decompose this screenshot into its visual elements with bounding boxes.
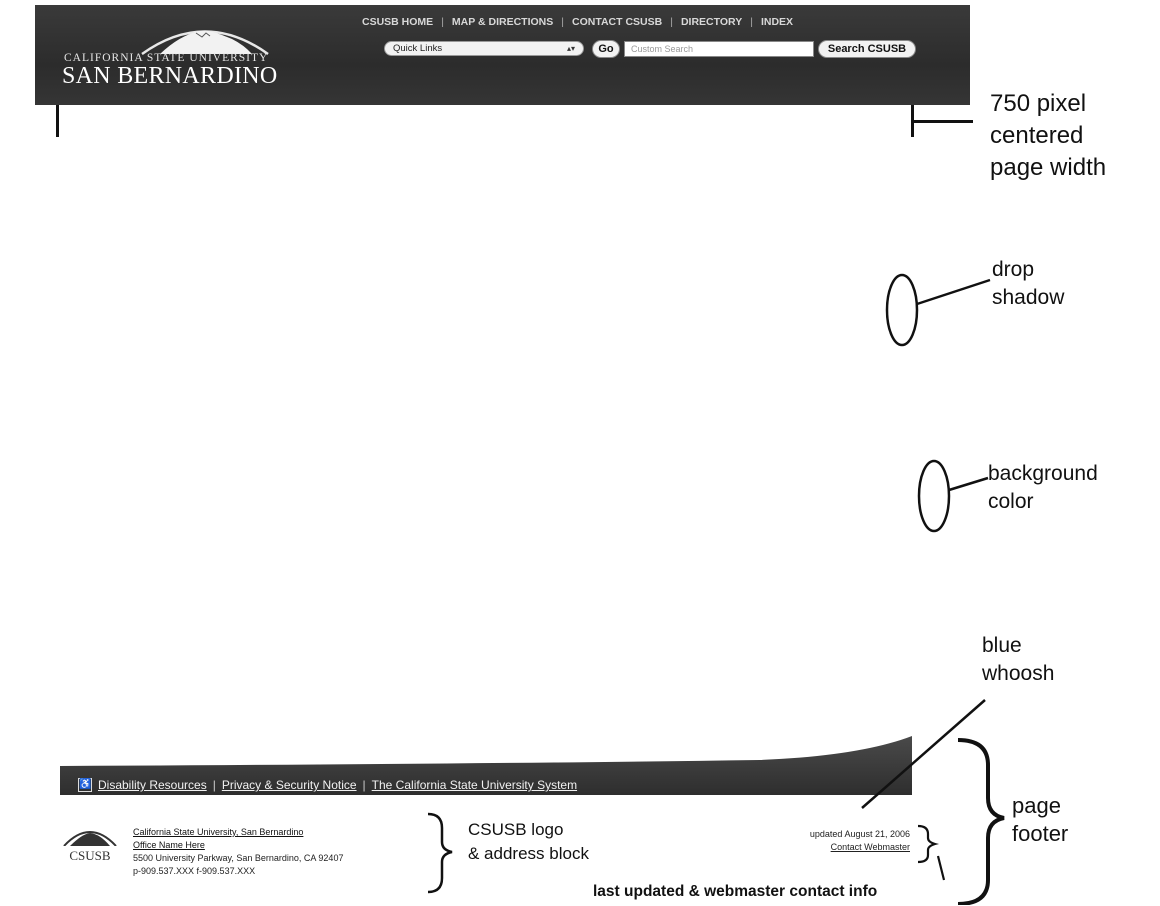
nav-index[interactable]: INDEX [760, 16, 794, 28]
go-button[interactable]: Go [592, 40, 620, 58]
annotation-drop-shadow: drop shadow [992, 258, 1065, 309]
nav-csusb-home[interactable]: CSUSB HOME [362, 16, 434, 28]
top-navigation: CSUSB HOME | MAP & DIRECTIONS | CONTACT … [362, 14, 932, 30]
office-name-link[interactable]: Office Name Here [133, 840, 205, 850]
csusb-logo-text: CSUSB [69, 848, 111, 863]
nav-map-directions[interactable]: MAP & DIRECTIONS [451, 16, 554, 28]
drop-shadow-callout-oval [885, 273, 919, 347]
logo-university-line: CALIFORNIA STATE UNIVERSITY [64, 52, 269, 64]
csusb-footer-logo-icon [63, 831, 117, 846]
updated-leader-line [936, 855, 946, 881]
quick-links-label: Quick Links [393, 43, 443, 54]
nav-separator: | [561, 16, 564, 28]
street-address: 5500 University Parkway, San Bernardino,… [133, 853, 344, 863]
university-link[interactable]: California State University, San Bernard… [133, 827, 304, 837]
page-footer-brace [957, 738, 1005, 905]
drop-shadow-leader-line [916, 278, 991, 306]
nav-separator: | [750, 16, 753, 28]
page-width-leader-line [911, 120, 973, 123]
annotation-background-color: background color [988, 462, 1098, 513]
annotation-last-updated: last updated & webmaster contact info [593, 883, 878, 900]
annotation-page-footer: page footer [1012, 793, 1069, 846]
quick-links-select[interactable]: Quick Links ▴▾ [384, 41, 584, 56]
footer-whoosh-band [60, 736, 912, 795]
annotation-logo-address: CSUSB logo & address block [468, 820, 589, 863]
address-block: California State University, San Bernard… [133, 826, 433, 878]
search-csusb-button[interactable]: Search CSUSB [818, 40, 916, 58]
nav-separator: | [670, 16, 673, 28]
annotation-page-width: 750 pixel centered page width [990, 90, 1107, 181]
select-arrows-icon: ▴▾ [566, 44, 575, 53]
contact-webmaster-link[interactable]: Contact Webmaster [830, 842, 910, 852]
logo-campus-name: SAN BERNARDINO [62, 63, 278, 89]
footer-link-privacy[interactable]: Privacy & Security Notice [221, 778, 357, 792]
updated-block: updated August 21, 2006 Contact Webmaste… [700, 828, 910, 854]
annotation-blue-whoosh: blue whoosh [982, 634, 1055, 685]
background-leader-line [948, 476, 989, 492]
footer-link-separator: | [212, 778, 216, 792]
university-mountain-logo-icon [141, 30, 269, 55]
footer-link-disability[interactable]: Disability Resources [98, 778, 207, 792]
background-callout-oval [917, 459, 951, 533]
search-input[interactable]: Custom Search [624, 41, 814, 57]
footer-link-csu-system[interactable]: The California State University System [371, 778, 578, 792]
nav-directory[interactable]: DIRECTORY [680, 16, 743, 28]
nav-contact-csusb[interactable]: CONTACT CSUSB [571, 16, 663, 28]
updated-block-brace [917, 824, 940, 864]
footer-link-separator: | [362, 778, 366, 792]
page-width-marker-left [56, 105, 59, 137]
accessibility-icon: ♿ [78, 778, 92, 792]
phone-fax: p-909.537.XXX f-909.537.XXX [133, 866, 256, 876]
last-updated-date: updated August 21, 2006 [809, 829, 910, 839]
nav-separator: | [441, 16, 444, 28]
footer-links: ♿ Disability Resources | Privacy & Secur… [78, 776, 718, 794]
